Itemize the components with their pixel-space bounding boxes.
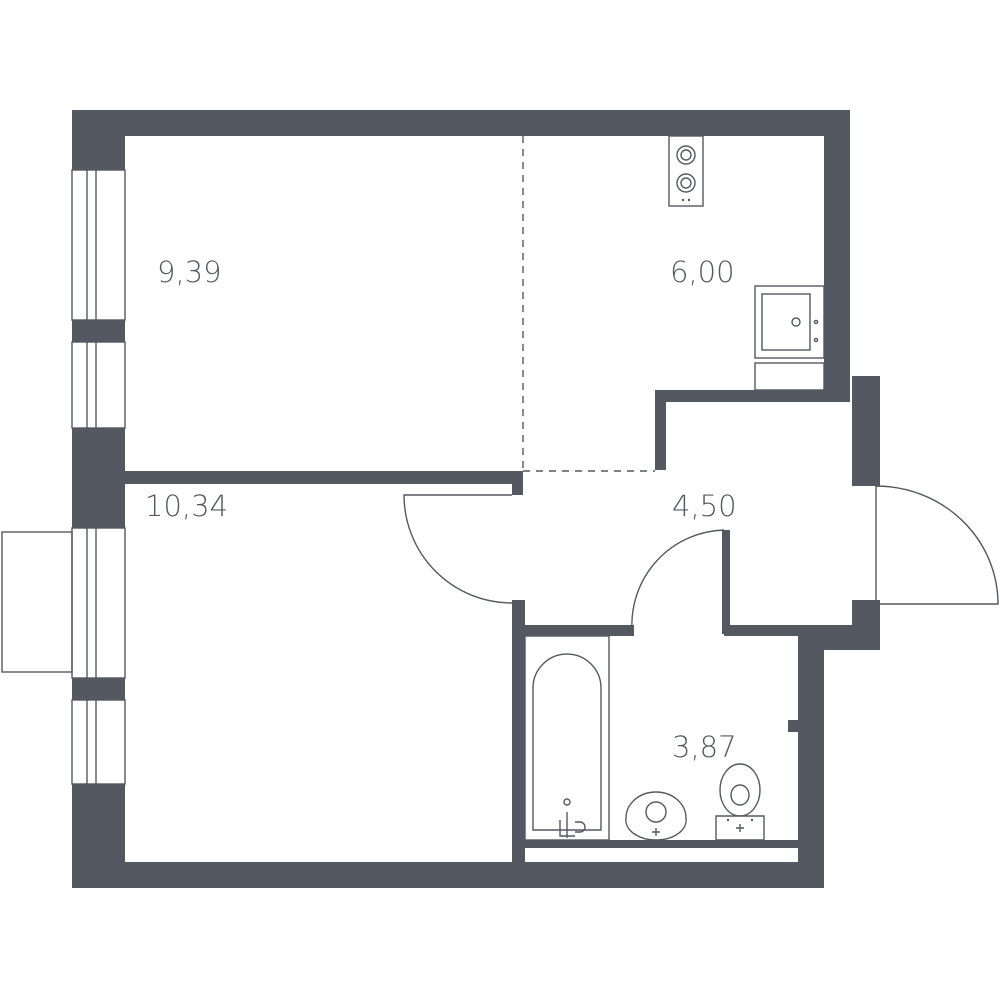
washbasin-icon — [625, 791, 687, 841]
door-bathroom — [631, 529, 725, 631]
area-room-top-left: 9,39 — [157, 255, 222, 289]
bathtub-icon — [524, 635, 610, 841]
window-2 — [71, 341, 126, 429]
wall-right-bathroom — [798, 630, 824, 888]
wall-left-pier-3 — [72, 678, 125, 700]
wall-door-jamb-1 — [512, 471, 523, 495]
window-1 — [71, 169, 126, 321]
wall-kitchen-hall — [655, 390, 666, 470]
area-labels: 9,39 6,00 10,34 4,50 3,87 — [145, 255, 737, 764]
wall-top — [72, 110, 850, 136]
toilet-icon — [715, 763, 765, 841]
door-room — [403, 494, 513, 604]
wall-bathroom-top-right — [724, 625, 824, 636]
wall-left-top — [72, 110, 125, 170]
wall-bathroom-top-left — [512, 625, 634, 636]
wall-left-bottom — [72, 784, 125, 888]
wall-notch — [788, 720, 800, 732]
area-kitchen: 6,00 — [670, 255, 735, 289]
wall-left-pier-1 — [72, 320, 125, 342]
wall-bottom — [72, 862, 824, 888]
wall-left-pier-2 — [72, 428, 125, 528]
interior-walls — [125, 376, 880, 888]
zone-dividers — [522, 136, 655, 472]
cooktop-icon — [668, 135, 704, 207]
wall-entry-upper — [852, 376, 880, 486]
wall-kitchen-bottom — [655, 390, 850, 402]
wall-hall-jamb — [722, 530, 730, 634]
area-bathroom: 3,87 — [672, 730, 737, 764]
wall-right-upper — [824, 110, 850, 400]
balcony — [1, 531, 73, 673]
wall-room-bathroom — [512, 600, 525, 888]
window-3 — [71, 527, 126, 679]
doors — [403, 485, 999, 631]
wall-rooms-divider — [125, 471, 523, 484]
wall-entry-corner — [822, 625, 880, 650]
area-room-bottom-left: 10,34 — [145, 489, 228, 523]
wall-bathroom-ledge — [525, 840, 798, 848]
exterior-walls — [72, 110, 850, 888]
kitchen-sink-icon — [754, 285, 825, 391]
window-4 — [71, 699, 126, 785]
area-hallway: 4,50 — [672, 489, 737, 523]
door-entrance — [875, 485, 999, 605]
windows — [1, 169, 126, 785]
